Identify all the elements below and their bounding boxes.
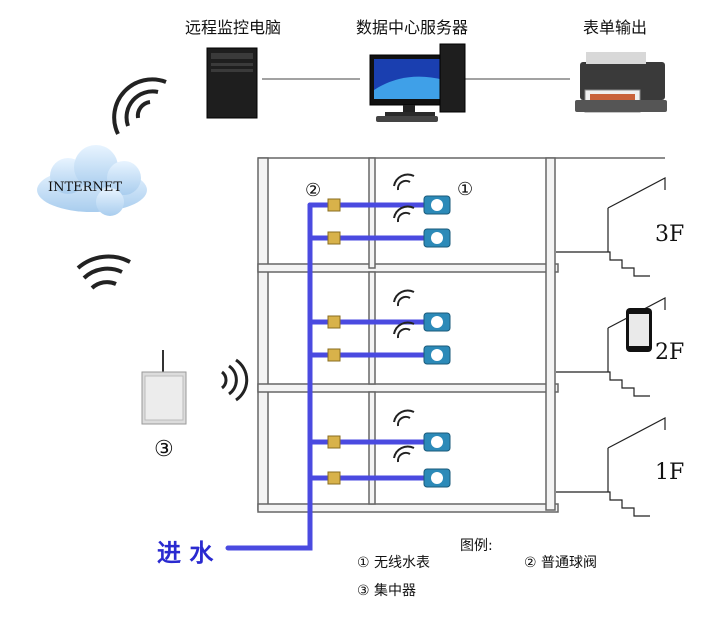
printer-icon xyxy=(575,52,667,113)
server-label: 数据中心服务器 xyxy=(356,18,469,37)
legend-concentrator: ③ 集中器 xyxy=(357,583,417,599)
wifi-signal-top-icon xyxy=(112,77,167,135)
meter-marker: ① xyxy=(457,179,474,200)
remote-pc-label: 远程监控电脑 xyxy=(185,18,282,37)
staircases xyxy=(556,177,666,517)
wifi-signal-concentrator-icon xyxy=(220,358,249,402)
floor-label-2f: 2F xyxy=(655,340,685,365)
legend-title: 图例: xyxy=(460,538,493,554)
concentrator-marker: ③ xyxy=(154,437,174,462)
building-frame xyxy=(257,157,665,513)
smartphone-icon xyxy=(626,308,652,352)
server-icon xyxy=(369,43,466,122)
floor-label-1f: 1F xyxy=(655,460,685,485)
legend-valve: ② 普通球阀 xyxy=(524,555,598,571)
internet-label: INTERNET xyxy=(48,180,122,195)
water-inlet-label: 进 水 xyxy=(157,538,214,567)
valve-marker: ② xyxy=(305,180,322,201)
remote-pc-icon xyxy=(206,47,258,119)
ball-valves xyxy=(327,198,341,485)
wifi-signal-mid-icon xyxy=(76,254,131,290)
concentrator-icon xyxy=(141,350,187,425)
meter-wifi-icons xyxy=(393,173,415,463)
floor-label-3f: 3F xyxy=(655,222,685,247)
meter-dials xyxy=(431,199,443,484)
internet-cloud-icon xyxy=(37,145,147,216)
legend-meter: ① 无线水表 xyxy=(357,555,431,571)
printer-label: 表单输出 xyxy=(583,18,648,37)
